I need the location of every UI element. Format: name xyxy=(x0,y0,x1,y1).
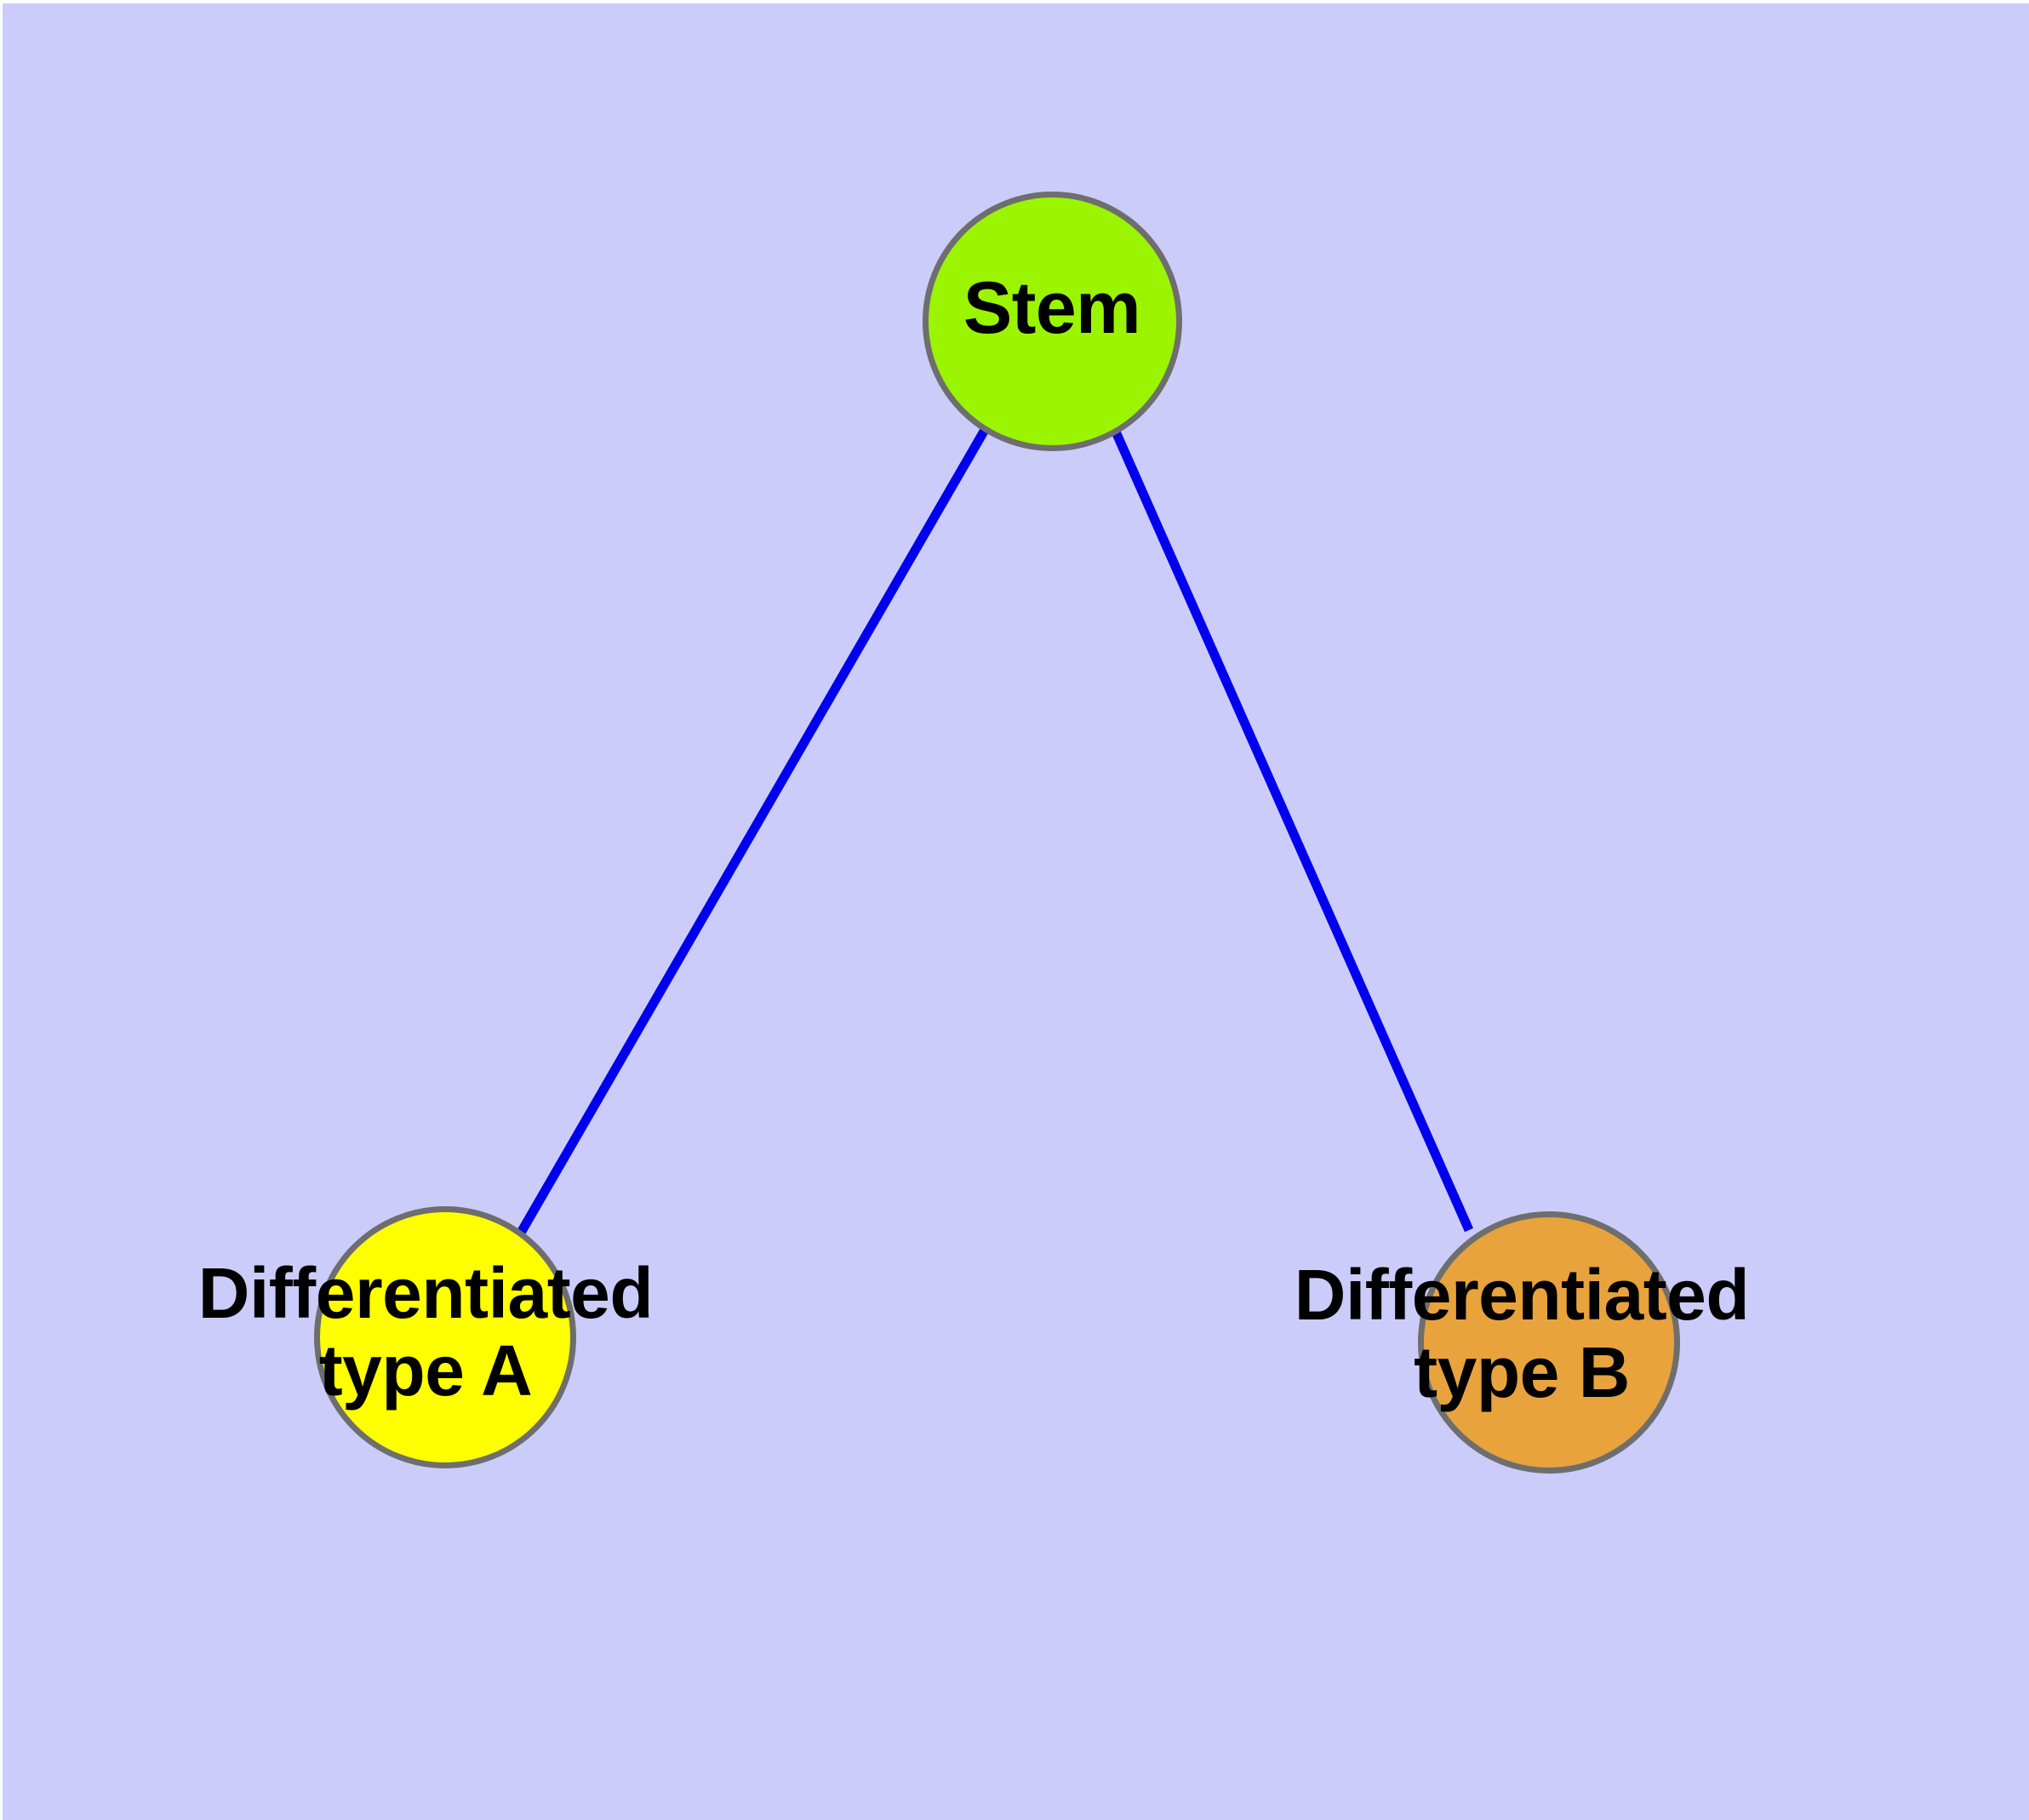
node-differentiated-type-a[interactable] xyxy=(314,1206,576,1468)
node-label-differentiated-type-a: Differentiated type A xyxy=(197,1253,654,1411)
node-differentiated-type-b[interactable] xyxy=(1418,1211,1680,1474)
edge-stem-to-differentiated-type-b xyxy=(1110,427,1474,1233)
edge-stem-to-differentiated-type-a xyxy=(517,427,989,1235)
edge-layer xyxy=(517,427,1474,1235)
node-label-differentiated-type-b: Differentiated type B xyxy=(1294,1255,1750,1412)
node-label-stem: Stem xyxy=(963,267,1141,349)
node-stem[interactable] xyxy=(923,192,1182,451)
graph-surface: Stem Differentiated type A Differentiate… xyxy=(3,3,2029,1820)
